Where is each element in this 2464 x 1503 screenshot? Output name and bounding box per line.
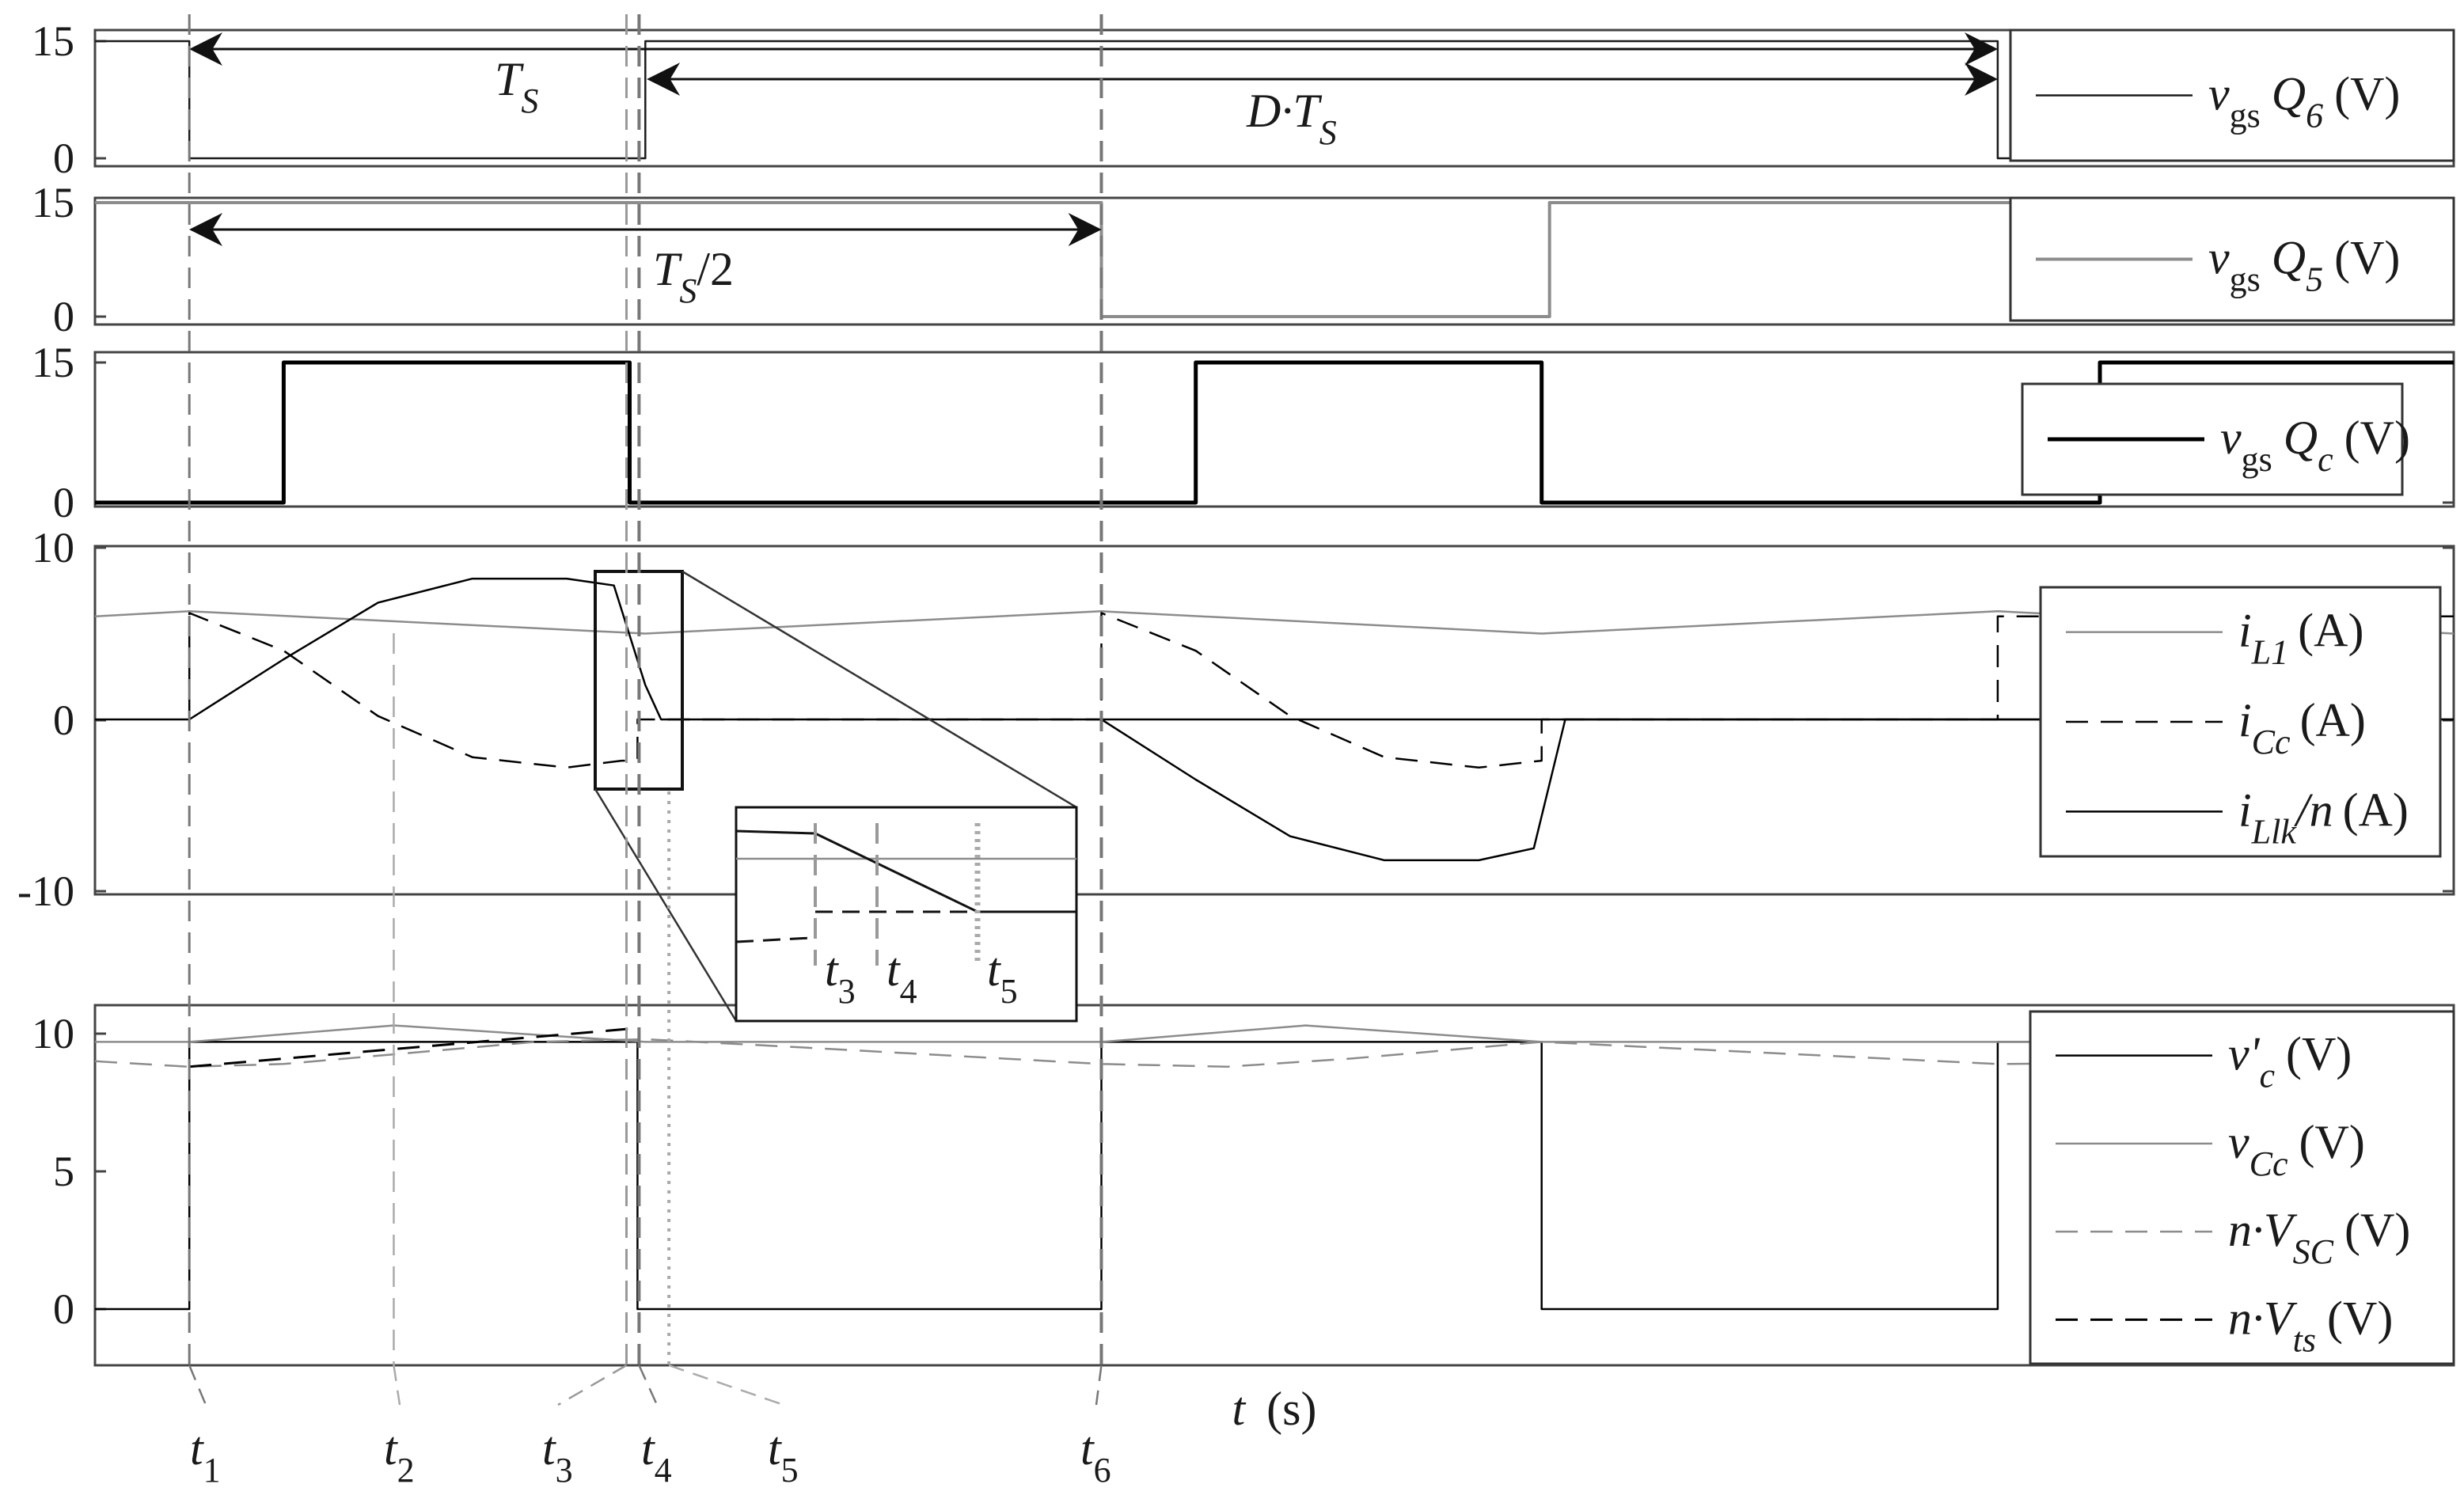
legend-entry: v'c(V): [2228, 1028, 2352, 1095]
half-ts-label: TS/2: [653, 243, 734, 310]
inset-frame: [735, 806, 1078, 1023]
marker-t5-leader: [668, 1364, 784, 1406]
marker-t6-label: t6: [1080, 1422, 1111, 1490]
legend-entry: vCc(V): [2228, 1116, 2365, 1183]
zoom-inset: t3 t4 t5: [594, 570, 1078, 1023]
marker-t6-leader: [1095, 1364, 1103, 1406]
panel-4-series-3-line-b: [1100, 718, 2454, 862]
annotation-layer: TS D·TS TS/2: [188, 32, 1999, 310]
inset-marker-label: t3: [825, 943, 856, 1011]
panel-3-ytick-label: 0: [53, 479, 74, 526]
panel-4-ytick-label: -10: [17, 867, 74, 915]
duty-ts-label: D·TS: [1246, 85, 1337, 152]
panel-2-ytick-label: 15: [32, 179, 74, 226]
panel-3-frame: [93, 351, 2455, 508]
panel-2-ytick-label: 0: [53, 293, 74, 340]
panel-4-ytick-label: 10: [32, 524, 74, 571]
inset-marker-label: t4: [887, 943, 917, 1011]
panel-2-series-1-line: [95, 201, 2454, 318]
panel-4-ytick-label: 0: [53, 696, 74, 744]
marker-t1-label: t1: [190, 1422, 221, 1490]
legend-entry: iLlk/n(A): [2238, 784, 2409, 851]
panel-5-legend-box: [2029, 1010, 2455, 1365]
inset-marker-label: t5: [987, 943, 1018, 1011]
marker-t4-label: t4: [641, 1422, 672, 1490]
panel-5-series-3-line: [94, 1038, 2455, 1068]
panel-4-series-3-line: [95, 577, 2454, 721]
zoom-connector: [681, 570, 1077, 809]
panel-3-ytick-label: 15: [32, 339, 74, 386]
panel-5-ytick-label: 0: [53, 1285, 74, 1333]
inset-illk-line: [735, 829, 1076, 913]
marker-t2-label: t2: [384, 1422, 415, 1490]
x-axis-label: t (s): [1232, 1383, 1317, 1435]
zoom-connector: [594, 788, 738, 1022]
legend-entry: n·Vts(V): [2228, 1292, 2393, 1359]
panel-5-ytick-label: 5: [53, 1148, 74, 1195]
marker-t1-leader: [188, 1364, 207, 1406]
legend-entry: n·VSC(V): [2228, 1204, 2410, 1271]
legend-entry: iL1(A): [2238, 605, 2363, 672]
panel-5-series-4-line: [189, 1027, 638, 1068]
marker-t3-leader: [557, 1364, 628, 1406]
panel-1-ytick-label: 0: [53, 135, 74, 182]
time-marker-layer: t1 t2 t3 t4 t5 t6: [188, 14, 1111, 1490]
marker-t5-label: t5: [768, 1422, 799, 1490]
legend-entry: iCc(A): [2238, 694, 2366, 761]
panel-5-series-1-line: [95, 1041, 2454, 1311]
marker-t4-leader: [638, 1364, 659, 1406]
panel-1-ytick-label: 15: [32, 17, 74, 65]
panel-4-series-1-line: [94, 610, 2455, 635]
panel-5-ytick-label: 10: [32, 1010, 74, 1057]
marker-t2-leader: [393, 1364, 401, 1406]
ts-label: TS: [495, 53, 538, 120]
inset-icc-line: [735, 936, 812, 943]
marker-t3-label: t3: [542, 1422, 573, 1490]
